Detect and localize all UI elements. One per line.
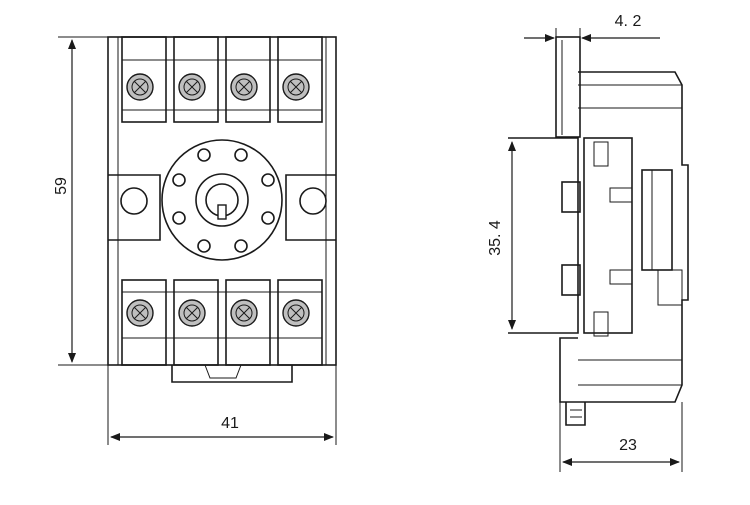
side-body-outline xyxy=(559,71,689,403)
clip-label: 4. 2 xyxy=(615,13,642,30)
bottom-terminal-partitions xyxy=(121,279,323,366)
screw-terminal-icon xyxy=(282,299,310,327)
screw-terminal-icon xyxy=(178,73,206,101)
height-dimension: 59 xyxy=(53,36,108,366)
screw-terminal-icon xyxy=(126,299,154,327)
bottom-foot xyxy=(565,402,586,426)
socket-body-outline xyxy=(107,36,337,366)
side-rib xyxy=(641,169,673,271)
screw-terminal-icon xyxy=(282,73,310,101)
width-dimension: 41 xyxy=(107,365,337,445)
screw-terminal-icon xyxy=(126,73,154,101)
octal-socket-ring xyxy=(161,139,283,261)
left-mount-hole xyxy=(120,187,148,215)
depth-label: 23 xyxy=(619,437,637,454)
depth-dimension: 23 xyxy=(559,402,683,472)
center-key-slot xyxy=(217,204,227,220)
screw-terminal-icon xyxy=(230,299,258,327)
release-latch xyxy=(171,365,293,383)
top-terminal-partitions xyxy=(121,36,323,123)
din-rail-profile xyxy=(508,137,579,334)
top-screw-terminals xyxy=(126,73,310,101)
left-mount-block xyxy=(108,174,161,241)
width-label: 41 xyxy=(221,415,239,432)
rear-clip xyxy=(555,36,581,138)
right-mount-hole xyxy=(299,187,327,215)
side-view: 35. 4 4. 2 23 xyxy=(487,13,689,472)
front-view: 59 41 xyxy=(53,36,337,445)
bottom-screw-terminals xyxy=(126,299,310,327)
center-key-hole xyxy=(195,173,249,227)
rail-dimension: 35. 4 xyxy=(487,141,516,330)
clip-dimension: 4. 2 xyxy=(524,13,660,42)
height-label: 59 xyxy=(53,177,70,195)
socket-pin-holes xyxy=(172,148,275,253)
rail-label: 35. 4 xyxy=(487,220,504,256)
screw-terminal-icon xyxy=(230,73,258,101)
inner-housing xyxy=(583,137,633,334)
screw-terminal-icon xyxy=(178,299,206,327)
right-mount-block xyxy=(285,174,336,241)
